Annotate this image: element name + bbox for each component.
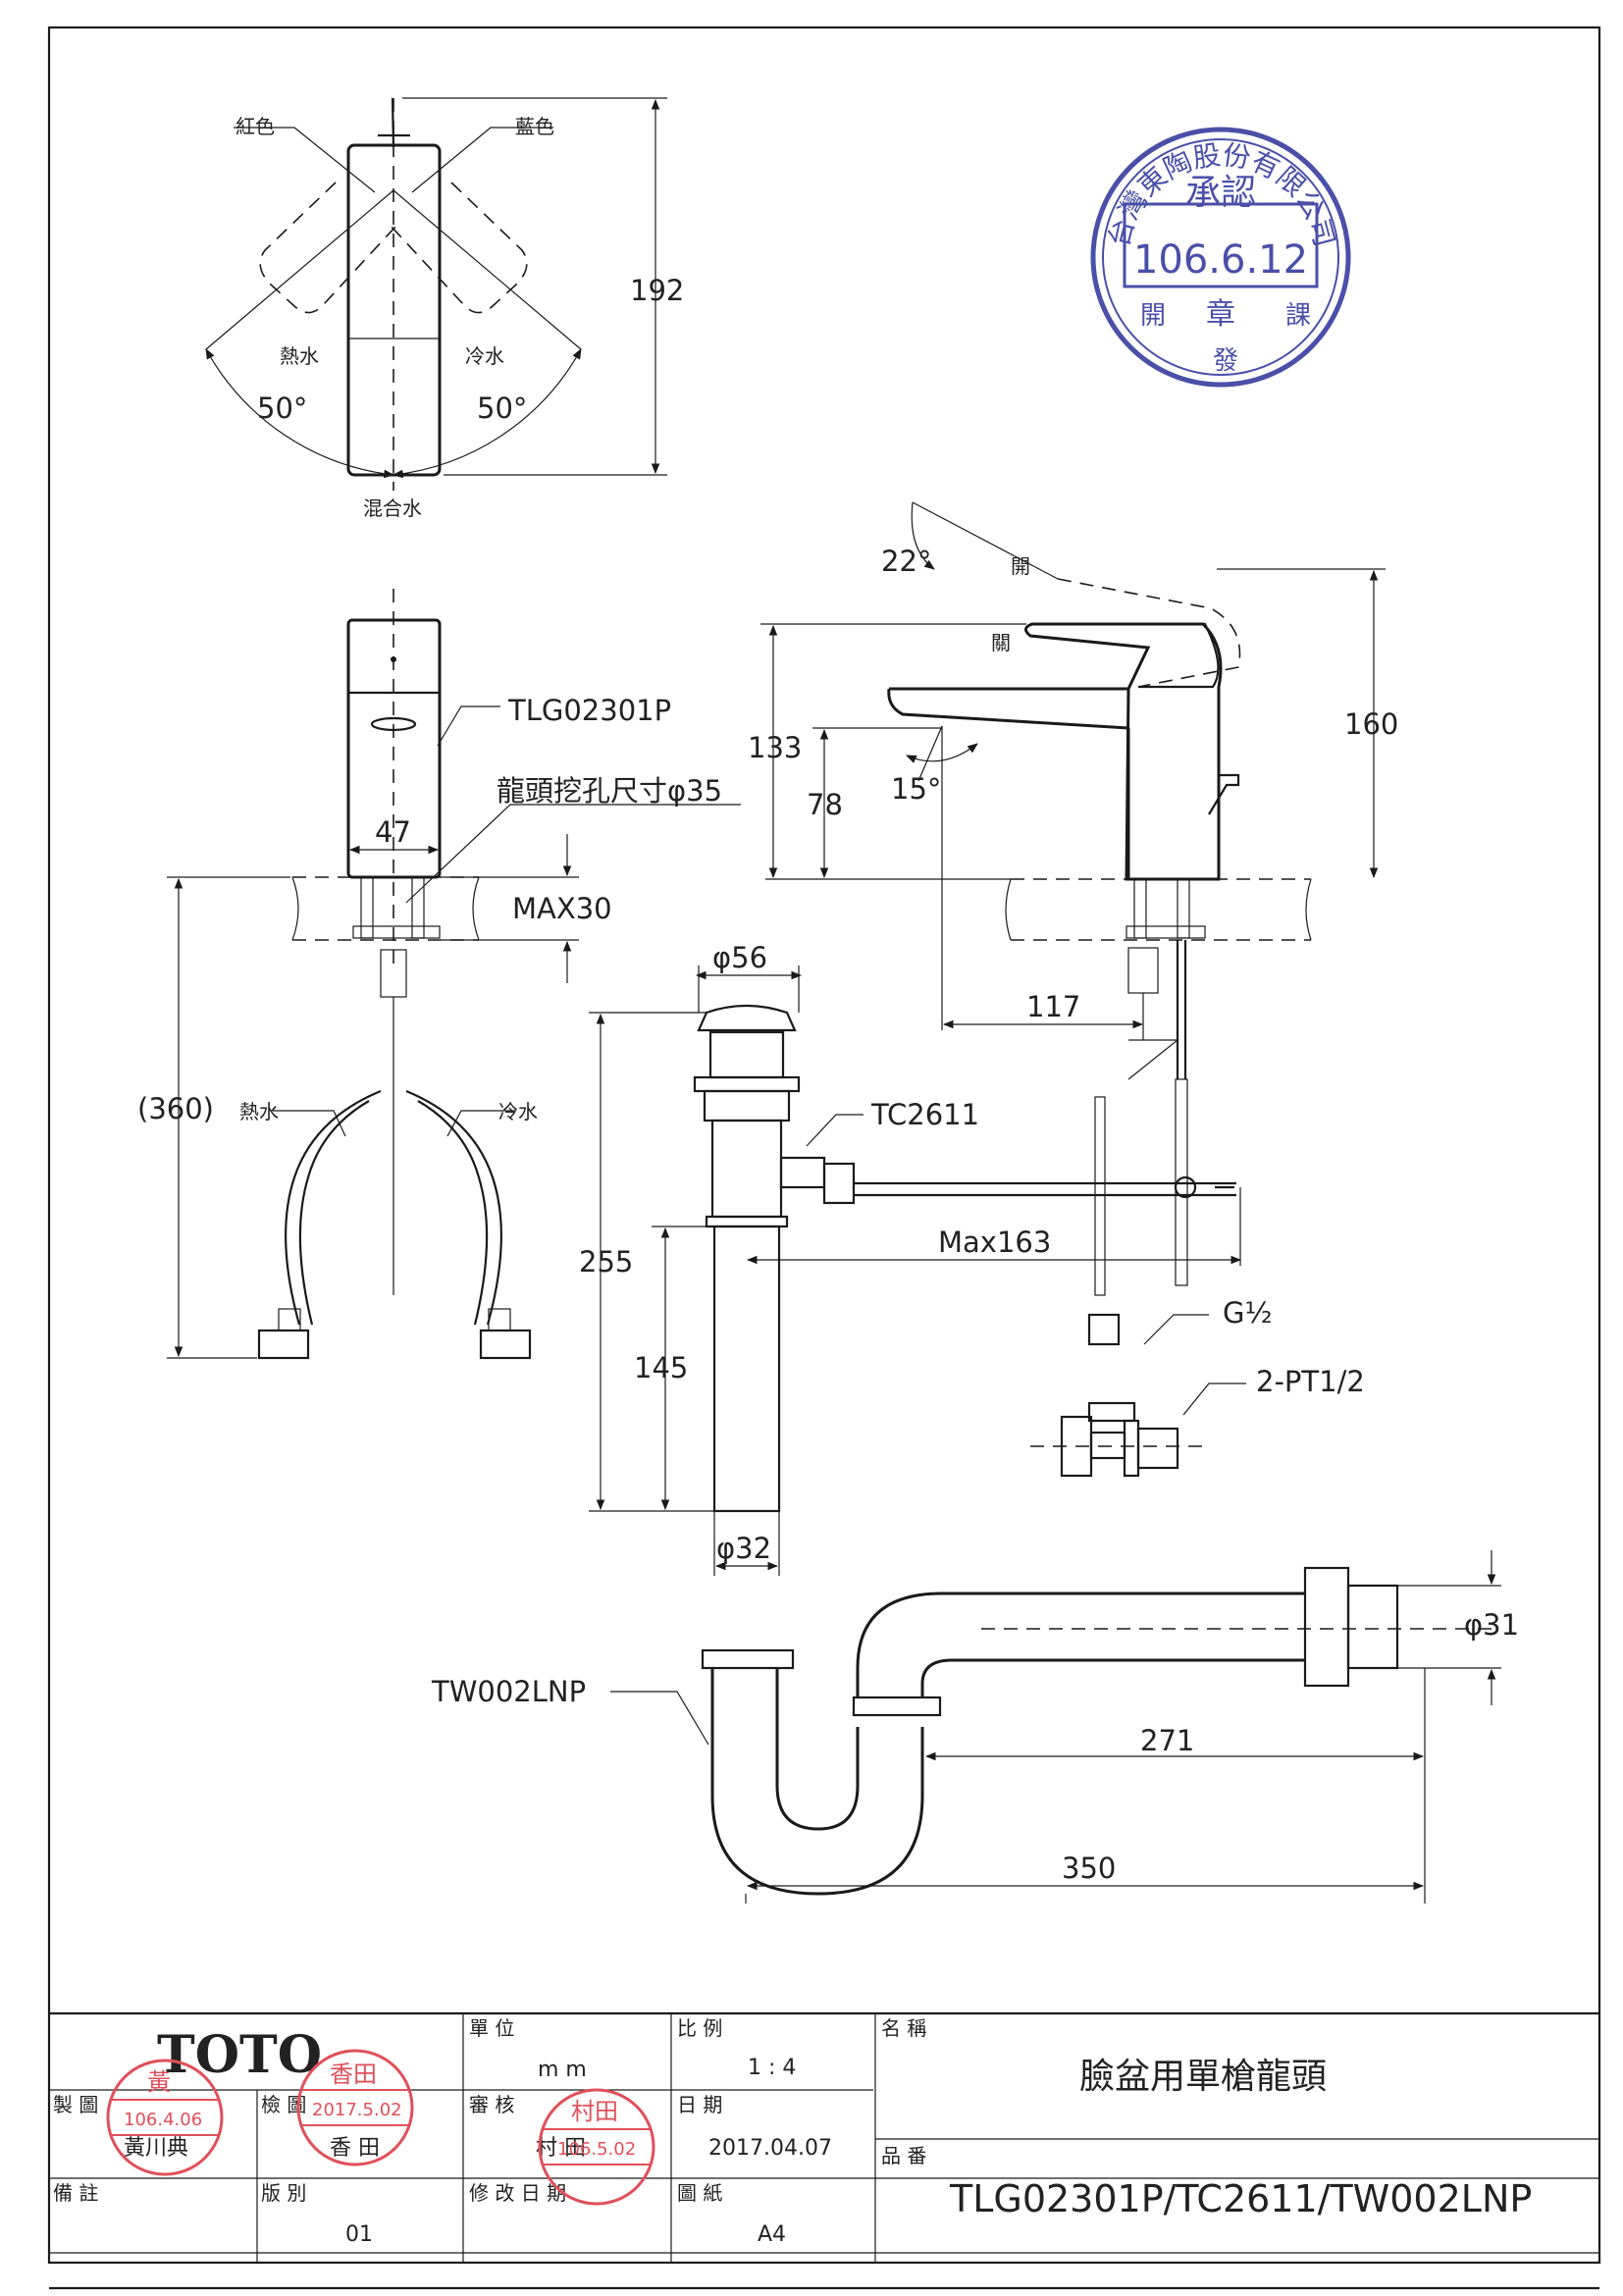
- drain-height-145: 145: [634, 1351, 688, 1384]
- paper-value: A4: [758, 2222, 786, 2247]
- tail-dia: φ32: [716, 1532, 771, 1565]
- checked-by: 香 田: [330, 2136, 380, 2161]
- paper-label: 圖 紙: [677, 2181, 722, 2205]
- height-78: 78: [807, 788, 843, 821]
- width-47: 47: [375, 815, 411, 849]
- cold-water-label: 冷水: [465, 344, 504, 368]
- trap-view: φ31 TW002LNP 271 350: [431, 1550, 1519, 1904]
- version-value: 01: [345, 2222, 373, 2247]
- front-model-label: TLG02301P: [507, 694, 671, 727]
- drawn-by: 黃川典: [124, 2136, 188, 2161]
- angle-left: 50°: [257, 391, 307, 425]
- hot-water-label: 熱水: [280, 344, 319, 368]
- version-label: 版 別: [261, 2181, 306, 2205]
- reviewed-stamp-name: 村田: [571, 2098, 618, 2125]
- front-hot-label: 熱水: [239, 1100, 279, 1123]
- remarks-label: 備 註: [53, 2181, 98, 2205]
- reviewed-label: 審 核: [469, 2093, 514, 2116]
- front-view: TLG02301P 龍頭挖孔尺寸φ35 47 MAX30 (360) 熱水 冷水: [137, 589, 741, 1360]
- date-label: 日 期: [677, 2093, 722, 2116]
- drawn-stamp-date: 106.4.06: [124, 2110, 202, 2130]
- title-block: TOTO 單 位 m m 比 例 1 : 4 名 稱 臉盆用單槍龍頭 製 圖 黃…: [49, 2011, 1599, 2263]
- drawn-stamp-name: 黃: [147, 2068, 171, 2096]
- blue-label: 藍色: [515, 115, 554, 138]
- drain-height-255: 255: [579, 1245, 633, 1278]
- lever-angle: 22°: [881, 545, 931, 578]
- height-192: 192: [630, 274, 684, 307]
- trap-dim-350: 350: [1062, 1852, 1116, 1885]
- name-label: 名 稱: [881, 2016, 926, 2040]
- drain-view: φ56 TC2611 255 145 Max163 φ32 G½ 2-PT1/2: [579, 941, 1365, 1576]
- name-value: 臉盆用單槍龍頭: [1079, 2057, 1327, 2097]
- drawn-label: 製 圖: [53, 2093, 98, 2116]
- stamp-dept-left: 開: [1140, 301, 1166, 331]
- close-label: 關: [991, 631, 1011, 654]
- reviewed-stamp: 村田 106.5.02: [538, 2088, 655, 2206]
- stamp-approve: 承認: [1185, 173, 1256, 213]
- open-label: 開: [1011, 554, 1030, 578]
- logo: TOTO: [157, 2025, 322, 2085]
- red-label: 紅色: [236, 115, 275, 138]
- hole-size-label: 龍頭挖孔尺寸φ35: [497, 774, 722, 808]
- checked-stamp-date: 2017.5.02: [312, 2100, 402, 2120]
- sheet-border: [47, 26, 1601, 2265]
- scale-label: 比 例: [677, 2016, 722, 2040]
- stamp-dept-mid: 發: [1213, 346, 1238, 376]
- unit-value: m m: [538, 2058, 587, 2082]
- mixed-water-label: 混合水: [363, 496, 422, 520]
- stamp-seal: 章: [1206, 297, 1235, 332]
- hose-length: (360): [137, 1092, 214, 1125]
- date-value: 2017.04.07: [708, 2136, 832, 2161]
- max-rod-length: Max163: [938, 1226, 1051, 1259]
- angle-right: 50°: [477, 391, 527, 425]
- stamp-dept-right: 課: [1285, 301, 1311, 331]
- height-160: 160: [1344, 707, 1398, 741]
- drain-top-dia: φ56: [712, 941, 767, 974]
- stamp-date: 106.6.12: [1133, 237, 1308, 283]
- checked-stamp-name: 香田: [330, 2061, 377, 2088]
- part-value: TLG02301P/TC2611/TW002LNP: [949, 2177, 1532, 2220]
- drain-model-label: TC2611: [870, 1098, 979, 1131]
- reviewed-by: 村 田: [536, 2136, 586, 2161]
- revision-label: 修 改 日 期: [469, 2181, 566, 2205]
- drawn-stamp: 黃 106.4.06: [106, 2059, 224, 2176]
- scale-value: 1 : 4: [748, 2056, 796, 2080]
- top-view: 紅色 藍色 熱水 冷水 50° 50° 混合水 192: [205, 97, 684, 520]
- outlet-angle: 15°: [891, 772, 941, 806]
- unit-label: 單 位: [469, 2016, 514, 2040]
- checked-stamp: 香田 2017.5.02: [296, 2049, 414, 2166]
- side-view: 160 133 78 22° 開 關 15° 117: [748, 501, 1398, 1079]
- reach-117: 117: [1026, 990, 1080, 1023]
- height-133: 133: [748, 731, 802, 764]
- trap-dim-271: 271: [1140, 1724, 1194, 1757]
- trap-model-label: TW002LNP: [431, 1675, 586, 1708]
- hose-thread: G½: [1223, 1296, 1273, 1330]
- trap-outlet-dia: φ31: [1464, 1608, 1519, 1642]
- part-label: 品 番: [881, 2144, 926, 2167]
- reviewed-stamp-date: 106.5.02: [557, 2139, 636, 2160]
- max-thickness: MAX30: [512, 892, 612, 925]
- front-cold-label: 冷水: [498, 1100, 538, 1123]
- valve-thread: 2-PT1/2: [1256, 1365, 1365, 1398]
- approval-stamp: 台灣東陶股份有限公司 承認 106.6.12 章 開 發 課: [1090, 127, 1351, 388]
